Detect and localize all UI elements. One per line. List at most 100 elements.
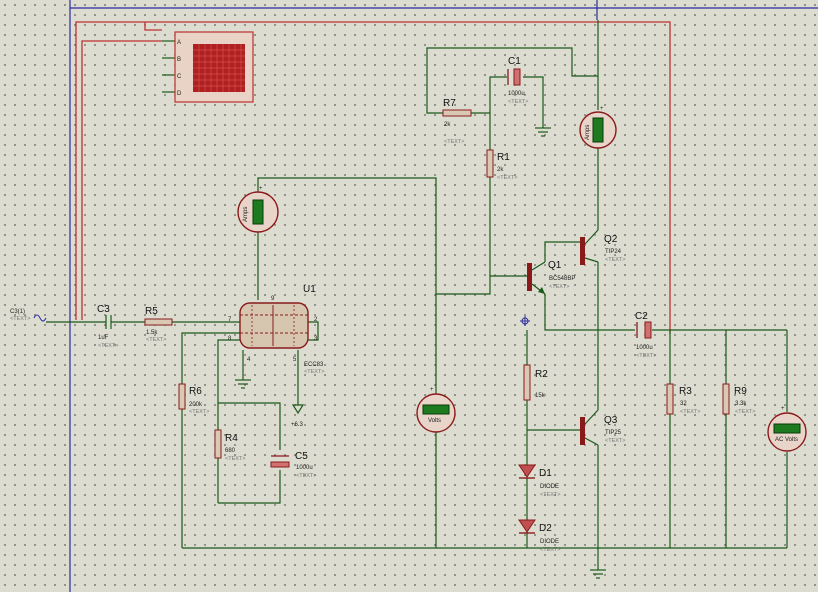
svg-text:Q1: Q1: [548, 260, 562, 271]
svg-text:<TEXT>: <TEXT>: [146, 337, 166, 343]
resistor-r7[interactable]: R7 2k <TEXT>: [442, 98, 472, 145]
resistor-r5[interactable]: R5 1.5k <TEXT>: [144, 306, 173, 343]
oscilloscope[interactable]: A B C D: [162, 31, 254, 103]
svg-text:<TEXT>: <TEXT>: [605, 438, 625, 444]
voltmeter[interactable]: Volts +: [416, 387, 456, 433]
svg-text:4: 4: [247, 357, 251, 363]
sheet-border: [69, 0, 818, 592]
resistor-r3[interactable]: R3 32 <TEXT>: [666, 383, 700, 415]
svg-text:R6: R6: [189, 386, 202, 397]
resistor-r1[interactable]: R1 2k <TEXT>: [486, 149, 517, 181]
svg-text:200k: 200k: [189, 402, 203, 408]
svg-text:U1: U1: [303, 284, 316, 295]
ground-c1: [535, 127, 551, 137]
svg-text:1000u: 1000u: [508, 91, 525, 97]
svg-text:<TEXT>: <TEXT>: [225, 456, 245, 462]
ammeter-left[interactable]: Amps +: [237, 186, 279, 233]
source-label: C3(1): [10, 309, 25, 315]
scope-probe-wires: [75, 21, 671, 334]
svg-text:R5: R5: [145, 306, 158, 317]
ammeter-top[interactable]: Amps +: [579, 106, 617, 149]
svg-text:7: 7: [228, 317, 232, 323]
scope-channel-a: A: [177, 40, 181, 46]
diode-d1[interactable]: D1 DIODE <TEXT>: [518, 464, 560, 498]
resistor-r2[interactable]: R2 15k: [523, 364, 548, 401]
supply-label: +6.3: [291, 422, 304, 428]
svg-text:1000u: 1000u: [296, 465, 313, 471]
svg-text:TIP25: TIP25: [605, 430, 622, 436]
svg-text:ECC83: ECC83: [304, 362, 324, 368]
ground-tube: [235, 379, 251, 389]
voltmeter-label: Volts: [428, 418, 441, 424]
svg-text:8: 8: [228, 336, 232, 342]
svg-text:+: +: [781, 406, 785, 412]
ammeter-top-label: Amps: [585, 125, 591, 140]
svg-text:Q2: Q2: [604, 234, 618, 245]
svg-text:<TEXT>: <TEXT>: [735, 409, 755, 415]
source-text: <TEXT>: [10, 316, 30, 322]
svg-text:+: +: [259, 186, 263, 192]
svg-text:<TEXT>: <TEXT>: [508, 99, 528, 105]
ground-main: [590, 569, 606, 579]
svg-text:R9: R9: [734, 386, 747, 397]
svg-text:<TEXT>: <TEXT>: [549, 284, 569, 290]
svg-text:D1: D1: [539, 468, 552, 479]
svg-text:R7: R7: [443, 98, 456, 109]
svg-text:C5: C5: [295, 451, 308, 462]
svg-text:<TEXT>: <TEXT>: [497, 175, 517, 181]
svg-text:1uF: 1uF: [98, 335, 109, 341]
svg-text:1.5k: 1.5k: [146, 330, 158, 336]
svg-text:<TEXT>: <TEXT>: [98, 343, 118, 349]
tube-u1[interactable]: U1 7 8 4 9 5 2 3 ECC83 <TEXT>: [228, 284, 324, 375]
svg-text:+: +: [430, 387, 434, 393]
transistor-q3[interactable]: Q3 TIP25 <TEXT>: [580, 409, 625, 446]
svg-text:15k: 15k: [535, 393, 546, 399]
heater-supply: +6.3: [291, 404, 305, 428]
svg-text:TIP24: TIP24: [605, 249, 622, 255]
svg-text:<TEXT>: <TEXT>: [605, 257, 625, 263]
svg-text:C3: C3: [97, 304, 110, 315]
capacitor-c1[interactable]: C1 1000u <TEXT>: [507, 56, 528, 105]
svg-text:Q3: Q3: [604, 415, 618, 426]
transistor-q1[interactable]: Q1 BC548BP <TEXT>: [527, 260, 575, 295]
svg-text:DIODE: DIODE: [540, 484, 559, 490]
svg-text:1000u: 1000u: [636, 345, 653, 351]
svg-text:3.3k: 3.3k: [735, 401, 747, 407]
sine-source-icon: [33, 314, 47, 322]
svg-text:5: 5: [293, 357, 297, 363]
resistor-r9[interactable]: R9 3.3k <TEXT>: [722, 383, 755, 415]
svg-text:2: 2: [314, 317, 318, 323]
capacitor-c3[interactable]: C3 1uF <TEXT>: [97, 304, 118, 349]
svg-text:R3: R3: [679, 386, 692, 397]
svg-text:<TEXT>: <TEXT>: [636, 353, 656, 359]
signal-source[interactable]: C3(1) <TEXT>: [10, 309, 106, 323]
svg-text:2k: 2k: [497, 167, 504, 173]
resistor-r4[interactable]: R4 680 <TEXT>: [214, 429, 245, 462]
svg-text:2k: 2k: [444, 122, 451, 128]
svg-text:R2: R2: [535, 369, 548, 380]
diode-d2[interactable]: D2 DIODE <TEXT>: [518, 519, 560, 553]
svg-text:C1: C1: [508, 56, 521, 67]
svg-text:<TEXT>: <TEXT>: [680, 409, 700, 415]
svg-text:DIODE: DIODE: [540, 539, 559, 545]
capacitor-c2[interactable]: C2 1000u <TEXT>: [635, 311, 656, 359]
svg-text:C2: C2: [635, 311, 648, 322]
transistor-q2[interactable]: Q2 TIP24 <TEXT>: [580, 229, 625, 265]
svg-text:9: 9: [271, 296, 275, 302]
svg-text:<TEXT>: <TEXT>: [296, 473, 316, 479]
ac-voltmeter[interactable]: AC Volts +: [767, 406, 807, 452]
svg-text:D2: D2: [539, 523, 552, 534]
resistor-r6[interactable]: R6 200k <TEXT>: [178, 383, 209, 415]
scope-channel-b: B: [177, 57, 181, 63]
svg-text:3: 3: [314, 336, 318, 342]
capacitor-c5[interactable]: C5 1000u <TEXT>: [270, 451, 316, 479]
scope-channel-c: C: [177, 74, 182, 80]
svg-text:<TEXT>: <TEXT>: [189, 409, 209, 415]
svg-text:+: +: [600, 106, 604, 112]
circuit-wires: [111, 20, 788, 570]
svg-text:680: 680: [225, 448, 236, 454]
svg-text:R1: R1: [497, 152, 510, 163]
scope-channel-d: D: [177, 91, 182, 97]
svg-text:<TEXT>: <TEXT>: [444, 139, 464, 145]
